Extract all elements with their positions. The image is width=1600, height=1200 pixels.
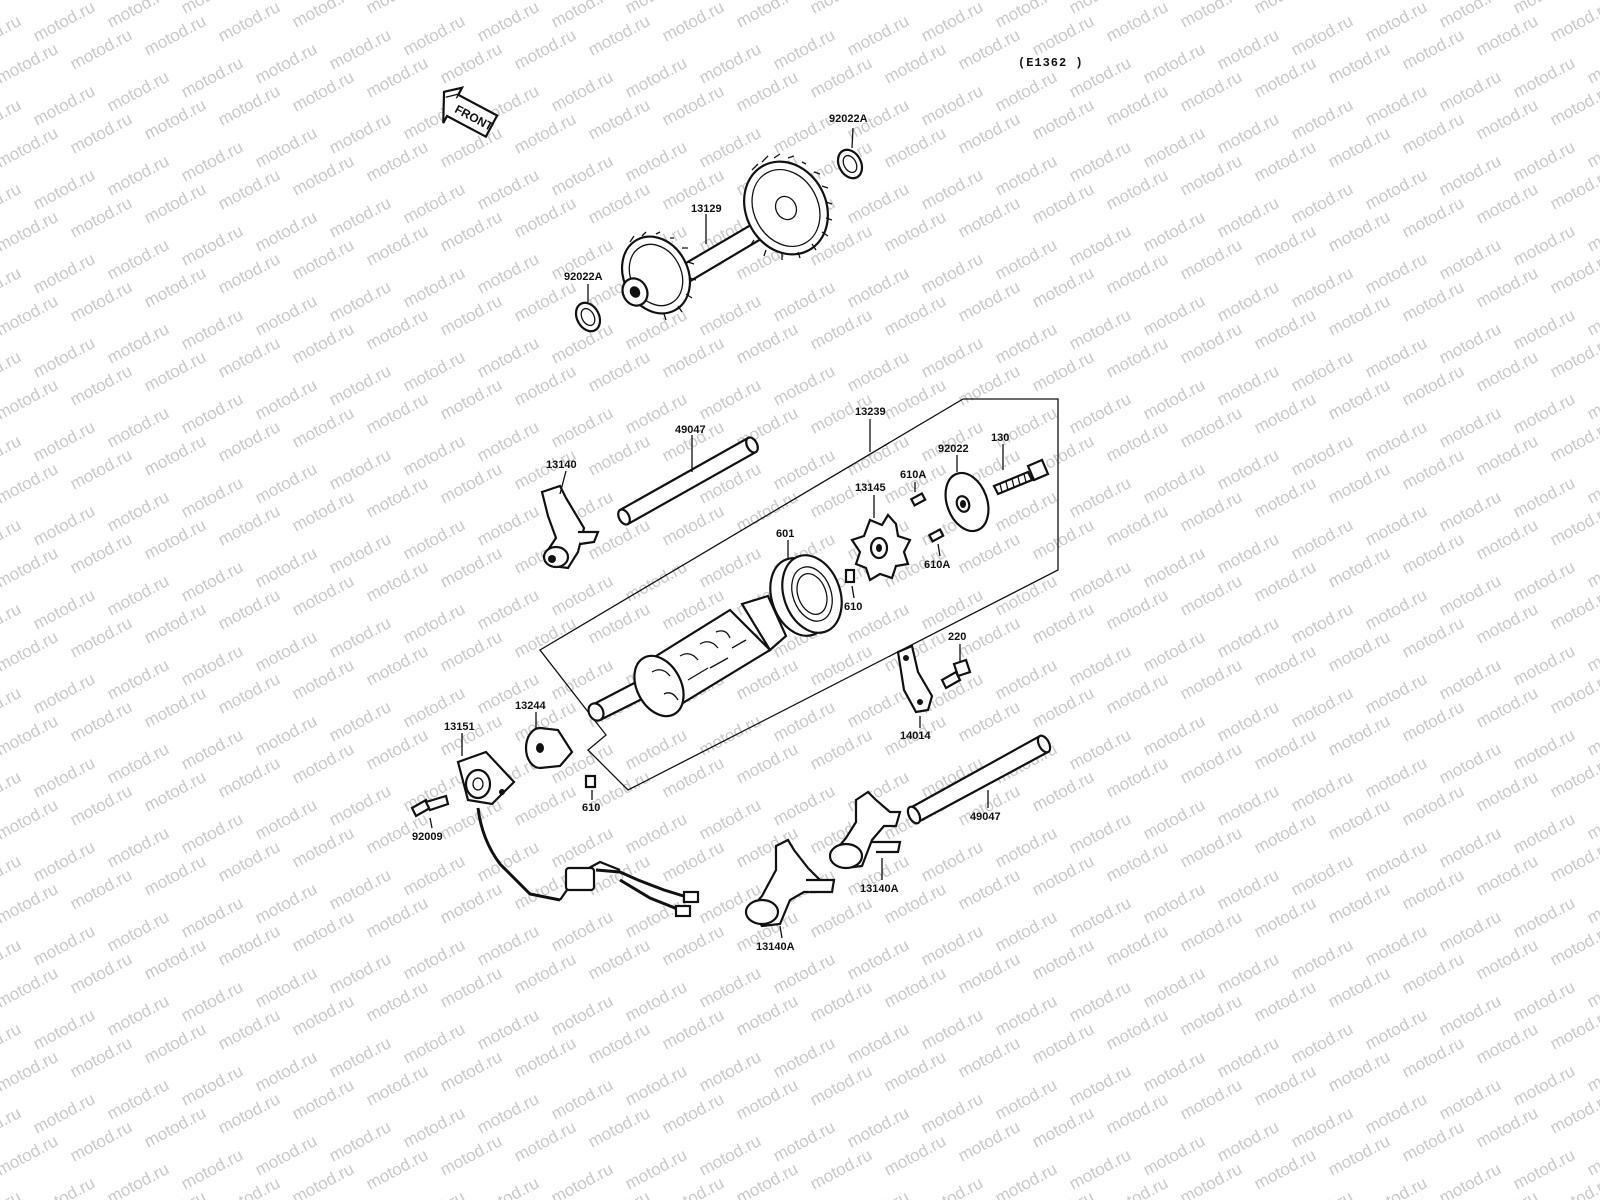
label-610a-upper: 610A [900, 469, 926, 481]
bolt-130-icon [992, 458, 1050, 496]
label-49047-upper: 49047 [675, 424, 706, 436]
shift-fork-13140a-right-icon [828, 790, 902, 870]
washer-92022-icon [944, 471, 990, 533]
label-13151: 13151 [444, 721, 475, 733]
pin-610a-upper-icon [909, 492, 927, 507]
label-92022a-top: 92022A [829, 113, 868, 125]
label-130: 130 [991, 432, 1009, 444]
assembly-13239-outline [539, 398, 1059, 791]
pin-610-lower-icon [584, 774, 597, 789]
label-14014: 14014 [900, 730, 931, 742]
label-220: 220 [948, 631, 966, 643]
diagram-code: (E1362 ) [1018, 56, 1084, 70]
bearing-icon [769, 554, 843, 637]
cam-13244-icon [524, 726, 574, 770]
shift-rod-upper-icon [617, 436, 759, 526]
label-610a-lower: 610A [924, 559, 950, 571]
label-92022a-left: 92022A [564, 271, 603, 283]
label-92022: 92022 [938, 443, 969, 455]
label-601: 601 [776, 528, 794, 540]
label-13140: 13140 [546, 459, 577, 471]
label-13140a-left: 13140A [756, 941, 795, 953]
pin-610a-lower-icon [927, 528, 945, 543]
label-92009: 92009 [412, 831, 443, 843]
screw-92009-icon [410, 794, 450, 818]
stopper-14014-icon [896, 644, 934, 714]
washer-top-icon [836, 148, 864, 180]
small-gear-icon [620, 231, 697, 321]
washer-left-icon [574, 301, 602, 333]
label-13129: 13129 [691, 203, 722, 215]
label-13239: 13239 [855, 406, 886, 418]
label-610-upper: 610 [844, 601, 862, 613]
label-13145: 13145 [855, 482, 886, 494]
neutral-switch-13151-icon [456, 750, 700, 918]
label-13244: 13244 [515, 700, 546, 712]
front-arrow-icon: FRONT [442, 86, 499, 139]
label-49047-lower: 49047 [970, 811, 1001, 823]
star-plate-icon [850, 513, 912, 582]
shift-drum-icon [587, 594, 788, 722]
shift-fork-13140a-left-icon [744, 838, 836, 928]
bolt-220-icon [940, 658, 972, 690]
label-13140a-right: 13140A [860, 883, 899, 895]
large-gear-icon [743, 153, 833, 260]
shift-rod-lower-icon [906, 734, 1052, 825]
pin-610-upper-icon [844, 568, 856, 584]
shift-fork-13140-icon [540, 484, 600, 570]
label-610-lower: 610 [582, 802, 600, 814]
gear-shaft-drawing [574, 148, 864, 333]
